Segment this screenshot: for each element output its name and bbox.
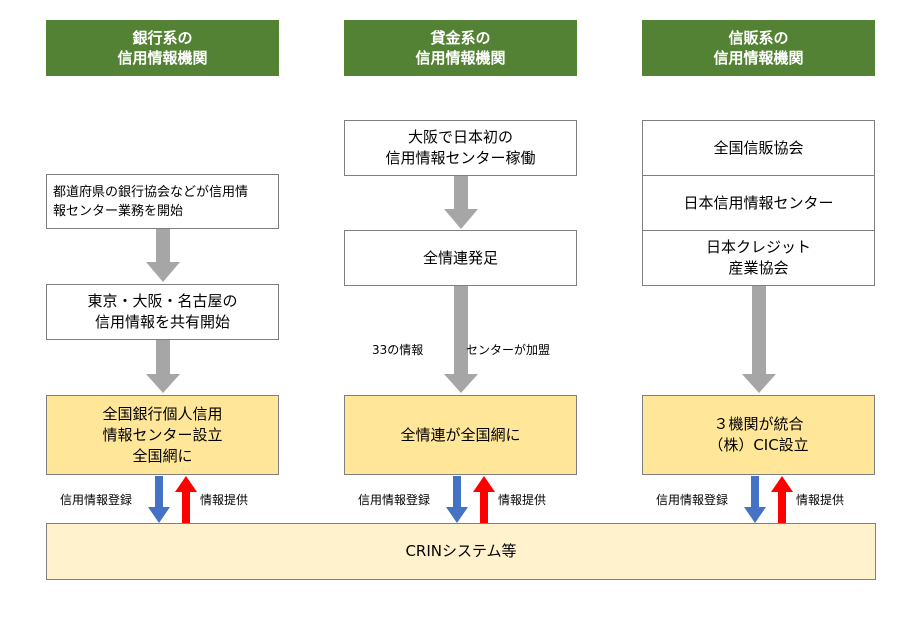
bank-box-share-line2: 信用情報を共有開始 bbox=[94, 313, 230, 331]
loan-box-osaka: 大阪で日本初の信用情報センター稼働 bbox=[344, 120, 577, 176]
header-bank: 銀行系の信用情報機関 bbox=[46, 20, 279, 76]
provide-arrow-credit bbox=[771, 476, 793, 523]
credit-box-cic-line2: （株）CIC設立 bbox=[708, 436, 809, 454]
register-arrow-bank bbox=[148, 476, 170, 523]
bank-box-regional-line1: 都道府県の銀行協会などが信用情 bbox=[53, 184, 249, 200]
header-credit-line2: 信用情報機関 bbox=[713, 49, 804, 67]
loan-box-zenjoren-label: 全情連発足 bbox=[422, 248, 498, 267]
bank-box-national: 全国銀行個人信用情報センター設立全国網に bbox=[46, 395, 279, 475]
header-loan-line2: 信用情報機関 bbox=[415, 49, 506, 67]
loan-arrow-note-right: センターが加盟 bbox=[466, 343, 551, 357]
register-label-loan: 信用情報登録 bbox=[358, 493, 431, 507]
bank-box-national-line2: 情報センター設立 bbox=[102, 425, 223, 444]
credit-box-cic-line1: ３機関が統合 bbox=[713, 415, 804, 433]
register-label-bank: 信用情報登録 bbox=[60, 493, 133, 507]
provide-arrow-loan bbox=[473, 476, 495, 523]
header-credit: 信販系の信用情報機関 bbox=[642, 20, 875, 76]
bank-box-national-line1: 全国銀行個人信用 bbox=[102, 404, 223, 423]
loan-arrow-note-left: 33の情報 bbox=[372, 343, 424, 357]
provide-label-bank: 情報提供 bbox=[200, 493, 249, 507]
loan-box-national: 全情連が全国網に bbox=[344, 395, 577, 475]
arrow-loan-2 bbox=[444, 285, 478, 393]
provide-label-credit: 情報提供 bbox=[796, 493, 845, 507]
credit-box-jic: 日本信用情報センター bbox=[642, 175, 875, 231]
arrow-loan-1 bbox=[444, 175, 478, 229]
loan-box-zenjoren: 全情連発足 bbox=[344, 230, 577, 286]
header-loan-line1: 貸金系の bbox=[430, 29, 491, 47]
arrow-bank-1 bbox=[146, 228, 180, 282]
crin-system-label: CRINシステム等 bbox=[405, 542, 517, 560]
loan-box-osaka-line1: 大阪で日本初の bbox=[407, 128, 513, 146]
arrow-bank-2 bbox=[146, 339, 180, 393]
credit-box-zenkoku: 全国信販協会 bbox=[642, 120, 875, 176]
bank-box-share: 東京・大阪・名古屋の信用情報を共有開始 bbox=[46, 284, 279, 340]
bank-box-regional-line2: 報センター業務を開始 bbox=[53, 203, 184, 219]
provide-label-loan: 情報提供 bbox=[498, 493, 547, 507]
arrow-credit-1 bbox=[742, 285, 776, 393]
loan-box-national-label: 全情連が全国網に bbox=[400, 425, 521, 444]
credit-box-jic-label: 日本信用情報センター bbox=[683, 193, 834, 212]
header-bank-line1: 銀行系の bbox=[132, 29, 193, 47]
register-arrow-credit bbox=[744, 476, 766, 523]
crin-system-box: CRINシステム等 bbox=[46, 523, 876, 580]
register-arrow-loan bbox=[446, 476, 468, 523]
gray-arrows bbox=[146, 175, 776, 393]
credit-box-zenkoku-label: 全国信販協会 bbox=[713, 138, 804, 157]
header-bank-line2: 信用情報機関 bbox=[117, 49, 208, 67]
header-loan: 貸金系の信用情報機関 bbox=[344, 20, 577, 76]
provide-arrow-bank bbox=[175, 476, 197, 523]
header-credit-line1: 信販系の bbox=[728, 29, 789, 47]
credit-box-industry-line2: 産業協会 bbox=[728, 259, 789, 277]
credit-box-industry: 日本クレジット産業協会 bbox=[642, 230, 875, 286]
bank-box-national-line3: 全国網に bbox=[132, 446, 193, 465]
bank-box-share-line1: 東京・大阪・名古屋の bbox=[87, 292, 238, 310]
loan-box-osaka-line2: 信用情報センター稼働 bbox=[385, 149, 536, 167]
register-label-credit: 信用情報登録 bbox=[656, 493, 729, 507]
bank-box-regional: 都道府県の銀行協会などが信用情報センター業務を開始 bbox=[46, 174, 279, 229]
credit-box-industry-line1: 日本クレジット bbox=[705, 238, 811, 256]
credit-box-cic: ３機関が統合 （株）CIC設立 bbox=[642, 395, 875, 475]
